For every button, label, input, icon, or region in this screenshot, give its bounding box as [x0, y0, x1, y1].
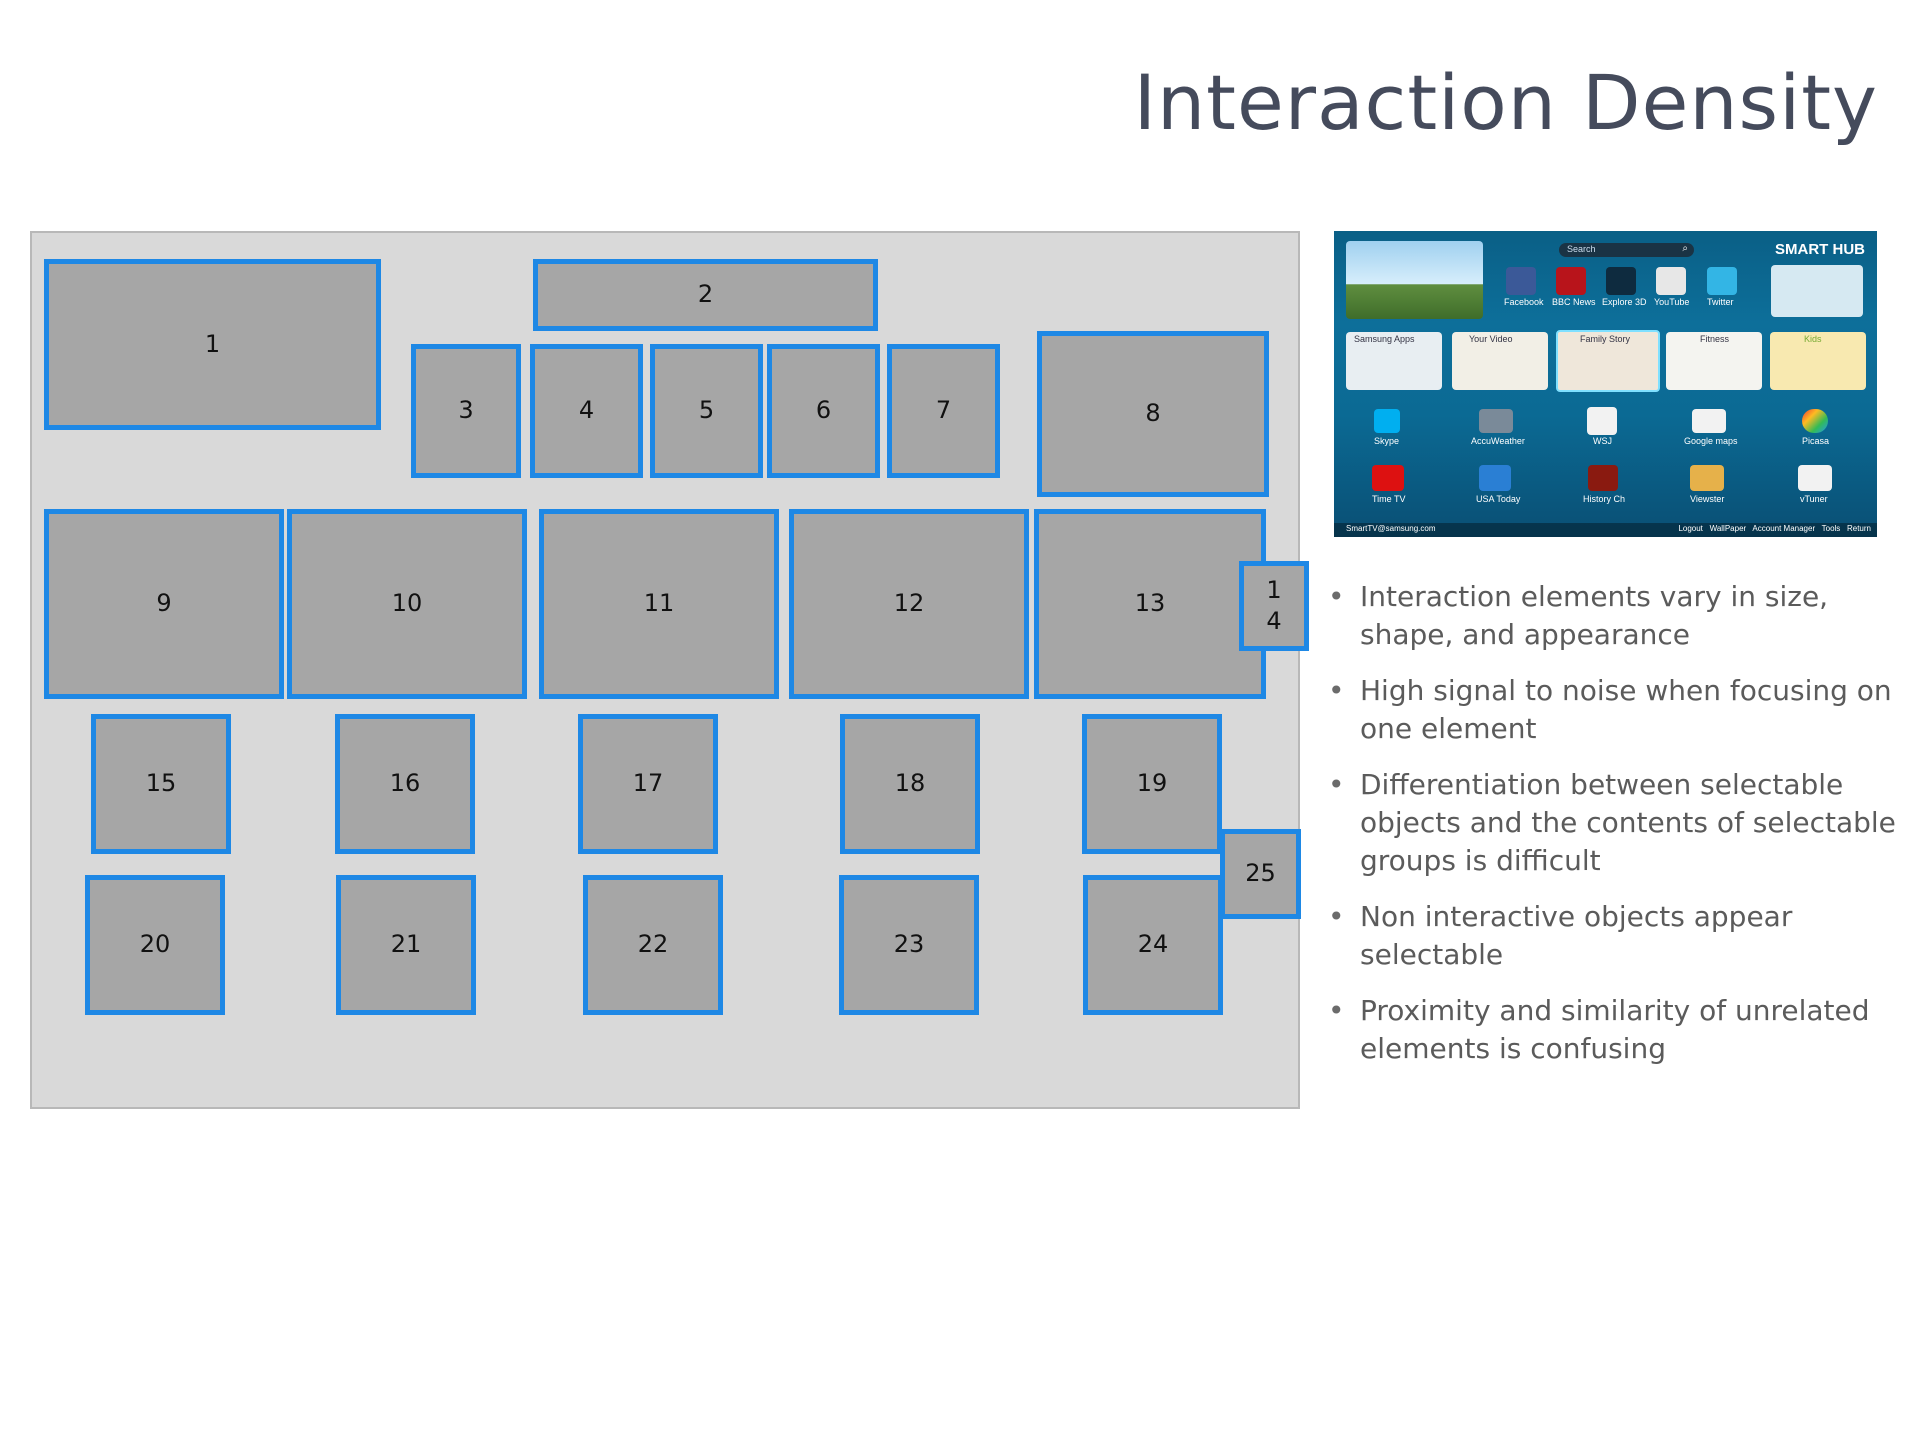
label-youtube: YouTube: [1654, 297, 1690, 307]
wsj-icon[interactable]: [1587, 407, 1617, 435]
bullet-item: Non interactive objects appear selectabl…: [1328, 898, 1908, 974]
box-13: 13: [1034, 509, 1266, 699]
label-fitness: Fitness: [1700, 334, 1730, 344]
box-10: 10: [287, 509, 527, 699]
box-22: 22: [583, 875, 723, 1015]
smart-tv-promo[interactable]: [1771, 265, 1863, 317]
box-21: 21: [336, 875, 476, 1015]
box-25: 25: [1220, 829, 1301, 919]
label-twitter: Twitter: [1707, 297, 1734, 307]
box-1: 1: [44, 259, 381, 430]
label-skype: Skype: [1374, 436, 1400, 446]
search-bar[interactable]: Search ⌕: [1559, 243, 1694, 257]
box-6: 6: [767, 344, 880, 478]
box-7: 7: [887, 344, 1000, 478]
label-your-video: Your Video: [1469, 334, 1513, 344]
box-8: 8: [1037, 331, 1269, 497]
search-placeholder: Search: [1567, 244, 1596, 254]
label-google-maps: Google maps: [1684, 436, 1738, 446]
panel-samsung-apps[interactable]: [1346, 332, 1442, 390]
panel-family-story[interactable]: [1556, 330, 1660, 392]
label-viewster: Viewster: [1690, 494, 1725, 504]
label-time-tv: Time TV: [1372, 494, 1406, 504]
bullet-item: Differentiation between selectable objec…: [1328, 766, 1908, 880]
box-15: 15: [91, 714, 231, 854]
smart-hub-screenshot: Search ⌕ SMART HUB Facebook BBC News Exp…: [1334, 231, 1877, 537]
panel-kids[interactable]: [1770, 332, 1866, 390]
label-kids: Kids: [1804, 334, 1822, 344]
box-4: 4: [530, 344, 643, 478]
label-vtuner: vTuner: [1800, 494, 1828, 504]
bullet-item: Proximity and similarity of unrelated el…: [1328, 992, 1908, 1068]
label-accuweather: AccuWeather: [1471, 436, 1525, 446]
box-11: 11: [539, 509, 779, 699]
vtuner-icon[interactable]: [1798, 465, 1832, 491]
footer-controls: Logout WallPaper Account Manager Tools R…: [1678, 524, 1871, 533]
skype-icon[interactable]: [1374, 409, 1400, 433]
usa-today-icon[interactable]: [1479, 465, 1511, 491]
box-12: 12: [789, 509, 1029, 699]
label-history: History Ch: [1583, 494, 1626, 504]
google-maps-icon[interactable]: [1692, 409, 1726, 433]
explore-3d-icon[interactable]: [1606, 267, 1636, 295]
box-5: 5: [650, 344, 763, 478]
label-usa-today: USA Today: [1476, 494, 1521, 504]
box-24: 24: [1083, 875, 1223, 1015]
viewster-icon[interactable]: [1690, 465, 1724, 491]
box-3: 3: [411, 344, 521, 478]
picasa-icon[interactable]: [1802, 409, 1828, 433]
smart-hub-logo: SMART HUB: [1775, 241, 1865, 258]
panel-your-video[interactable]: [1452, 332, 1548, 390]
box-9: 9: [44, 509, 284, 699]
box-14: 14: [1239, 561, 1309, 651]
box-16: 16: [335, 714, 475, 854]
box-20: 20: [85, 875, 225, 1015]
bullet-item: Interaction elements vary in size, shape…: [1328, 578, 1908, 654]
slide-title: Interaction Density: [1133, 58, 1878, 147]
box-14-label: 14: [1266, 575, 1282, 635]
box-19: 19: [1082, 714, 1222, 854]
screenshot-footer: SmartTV@samsung.com Logout WallPaper Acc…: [1334, 523, 1877, 537]
time-tv-icon[interactable]: [1372, 465, 1404, 491]
label-facebook: Facebook: [1504, 297, 1544, 307]
history-icon[interactable]: [1588, 465, 1618, 491]
landscape-thumbnail: [1346, 241, 1483, 319]
interaction-density-diagram: 1 2 3 4 5 6 7 8 9 10 11 12 13 14 15 16 1…: [30, 231, 1309, 1109]
box-2: 2: [533, 259, 878, 331]
bbc-news-icon[interactable]: [1556, 267, 1586, 295]
bullet-list: Interaction elements vary in size, shape…: [1328, 578, 1908, 1086]
footer-account: SmartTV@samsung.com: [1346, 524, 1436, 533]
twitter-icon[interactable]: [1707, 267, 1737, 295]
box-23: 23: [839, 875, 979, 1015]
label-wsj: WSJ: [1593, 436, 1612, 446]
box-17: 17: [578, 714, 718, 854]
box-18: 18: [840, 714, 980, 854]
search-icon: ⌕: [1682, 243, 1688, 254]
panel-fitness[interactable]: [1666, 332, 1762, 390]
label-explore-3d: Explore 3D: [1602, 297, 1647, 307]
youtube-icon[interactable]: [1656, 267, 1686, 295]
label-picasa: Picasa: [1802, 436, 1830, 446]
bullet-item: High signal to noise when focusing on on…: [1328, 672, 1908, 748]
facebook-icon[interactable]: [1506, 267, 1536, 295]
label-family-story: Family Story: [1580, 334, 1631, 344]
accuweather-icon[interactable]: [1479, 409, 1513, 433]
label-bbc-news: BBC News: [1552, 297, 1596, 307]
label-samsung-apps: Samsung Apps: [1354, 334, 1415, 344]
